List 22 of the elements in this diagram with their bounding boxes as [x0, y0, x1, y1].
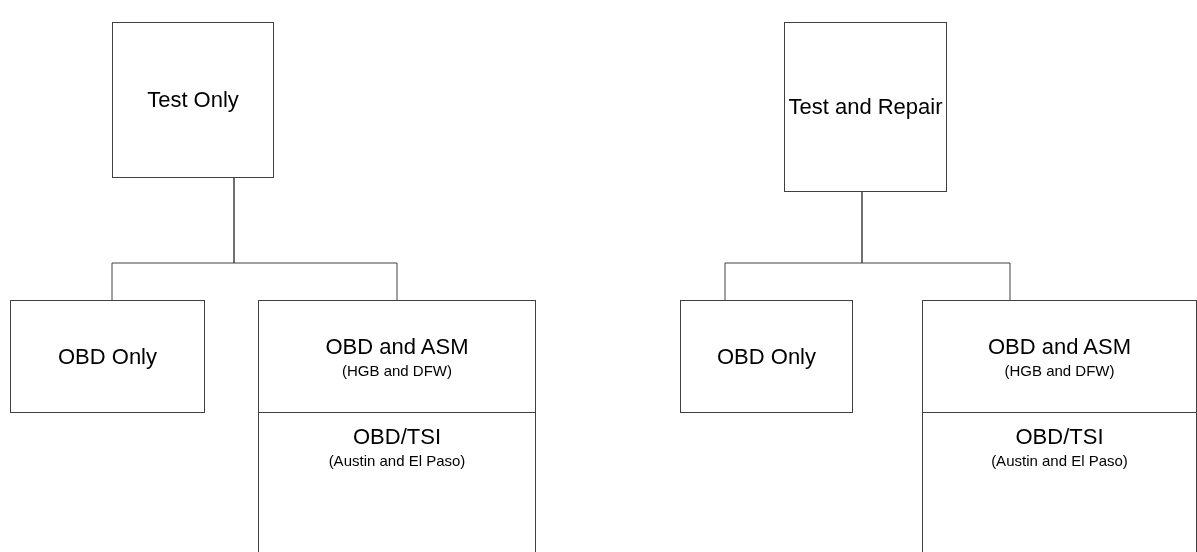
org-box [922, 412, 1197, 552]
box-title: OBD/TSI [353, 423, 441, 451]
org-box [680, 300, 853, 413]
org-box [258, 300, 536, 413]
box-title: OBD and ASM [987, 332, 1132, 361]
box-subtitle: (Austin and El Paso) [991, 451, 1128, 471]
connector-line [861, 191, 1011, 301]
box-title: OBD and ASM [325, 332, 469, 361]
box-title: OBD Only [58, 342, 157, 371]
box-subtitle: (HGB and DFW) [342, 360, 452, 381]
org-box [258, 412, 536, 552]
box-title: Test and Repair [788, 93, 943, 121]
box-subtitle: (HGB and DFW) [1004, 360, 1115, 381]
org-box [922, 300, 1197, 413]
org-box [10, 300, 205, 413]
org-box [784, 22, 947, 192]
org-box [112, 22, 274, 178]
box-title: OBD Only [717, 342, 816, 371]
box-title: Test Only [147, 86, 239, 114]
box-subtitle: (Austin and El Paso) [328, 451, 466, 471]
box-title: OBD/TSI [1015, 423, 1104, 451]
connector-line [233, 177, 398, 301]
